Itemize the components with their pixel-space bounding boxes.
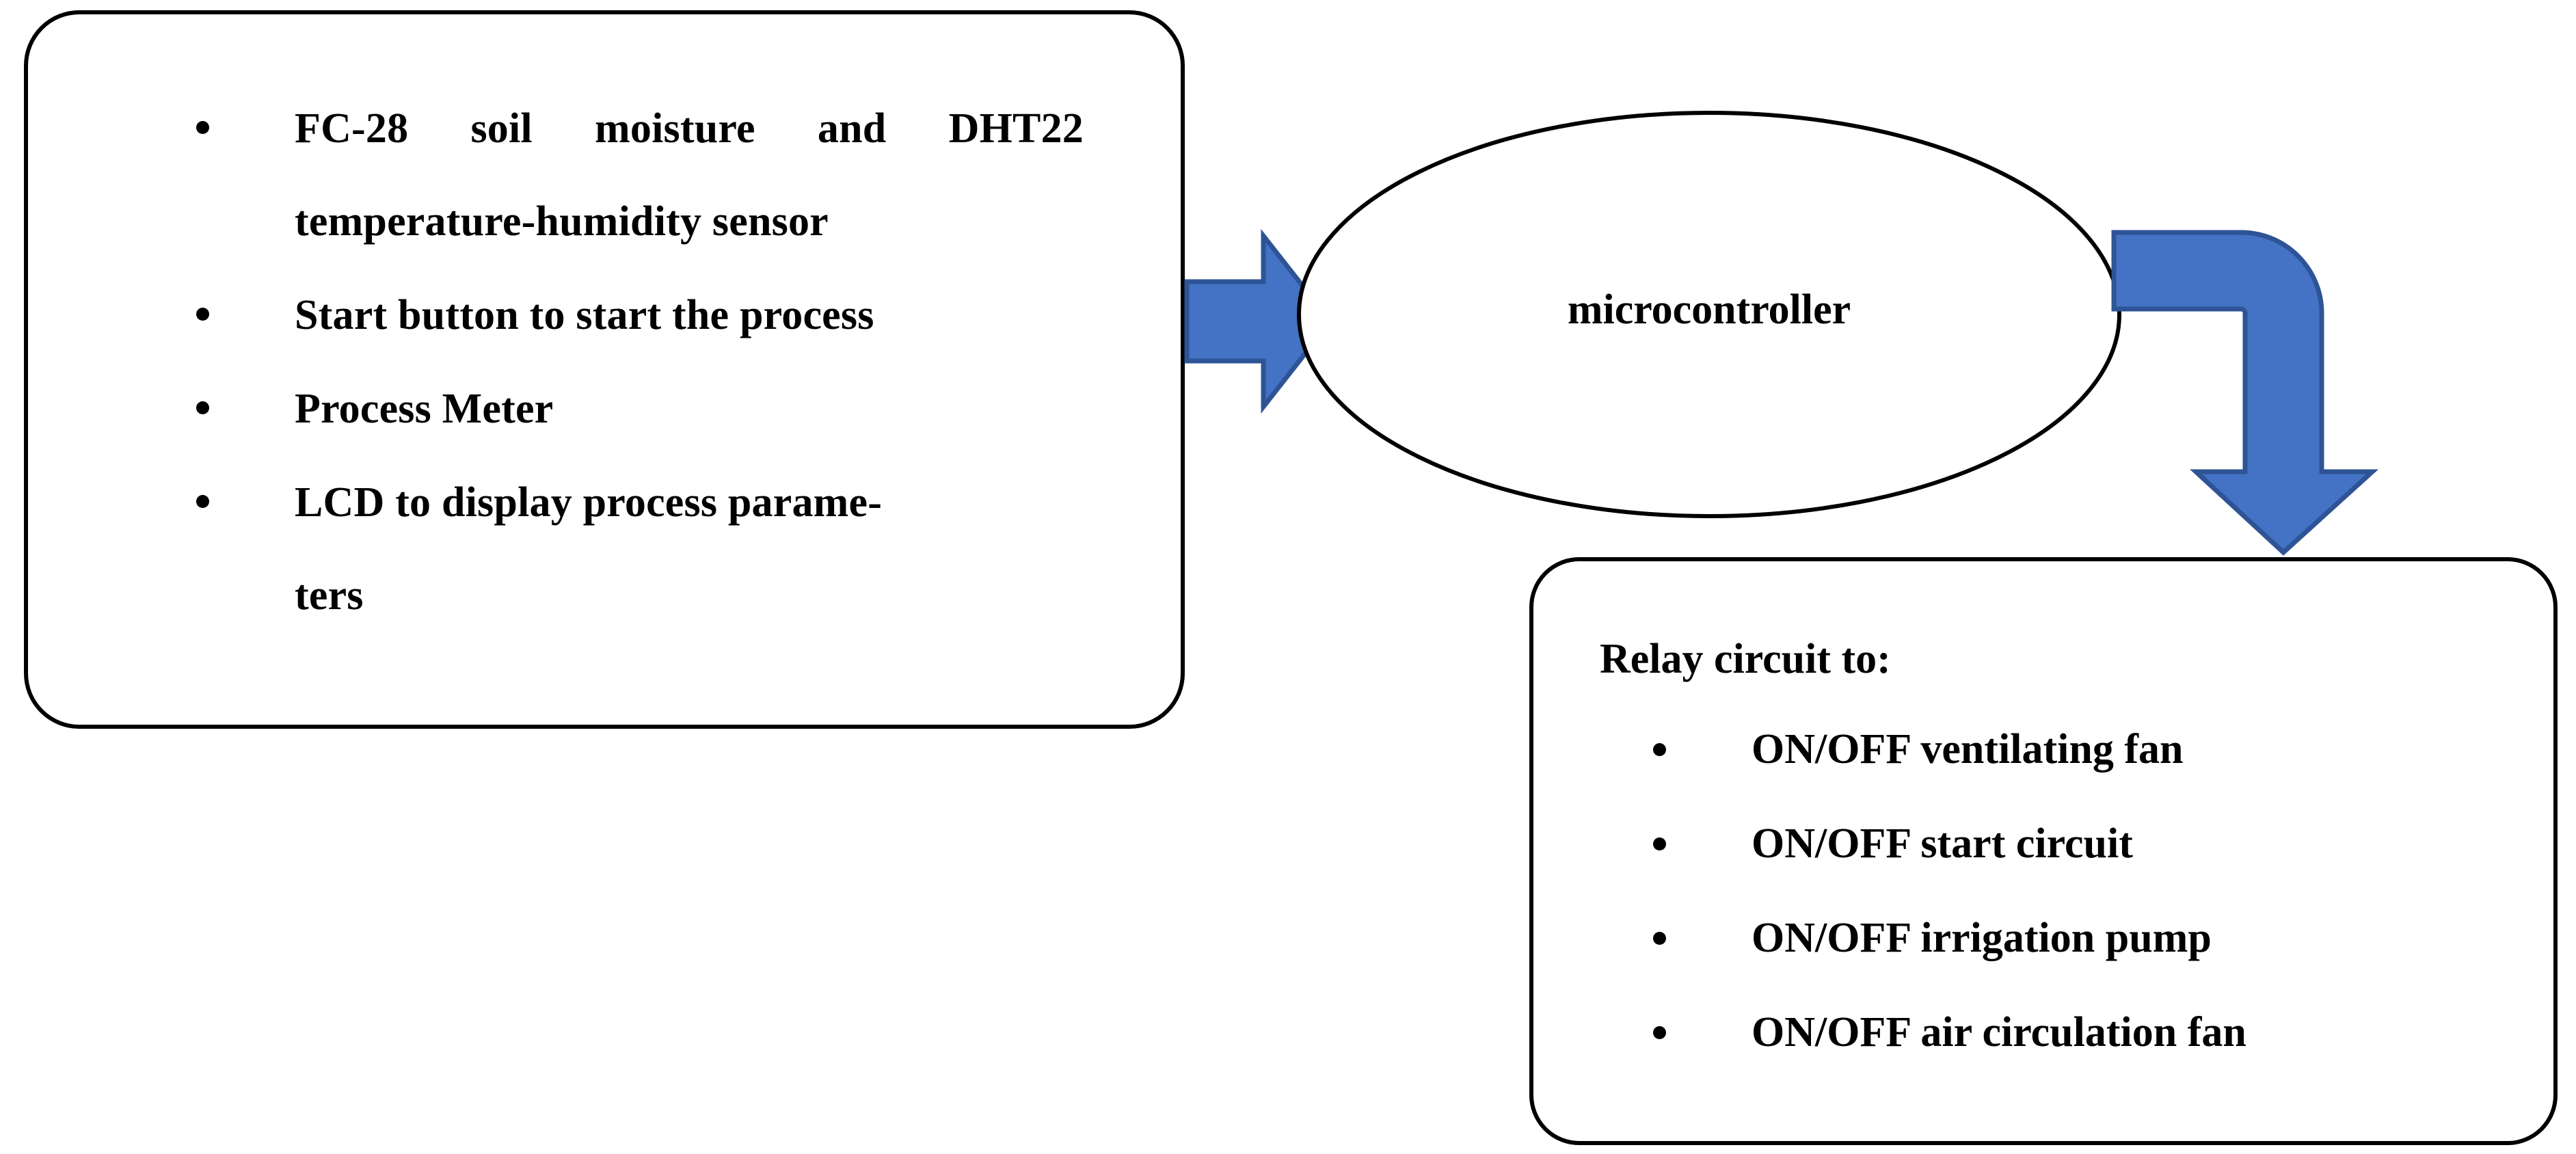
bullet-dot-icon [196,121,209,134]
bullet-dot-icon [196,308,209,321]
list-item: ON/OFF irrigation pump [1600,910,2516,966]
inputs-bullet-4-line-2: ters [295,572,364,619]
list-item: FC-28 soil moisture and DHT22 temperatur… [174,82,1084,268]
relay-bullet-list: ON/OFF ventilating fan ON/OFF start circ… [1600,721,2516,1060]
bullet-dot-icon [1653,932,1666,945]
relay-box-content: Relay circuit to: ON/OFF ventilating fan… [1600,632,2516,1060]
bullet-dot-icon [1653,837,1666,850]
microcontroller-label: microcontroller [1567,286,1851,333]
list-item: LCD to display process parame- ters [174,456,1084,642]
list-item: ON/OFF ventilating fan [1600,721,2516,777]
inputs-bullet-list: FC-28 soil moisture and DHT22 temperatur… [174,82,1084,642]
list-item: Start button to start the process [174,269,1084,362]
bullet-dot-icon [1653,1026,1666,1039]
inputs-bullet-2-line-1: Start button to start the process [295,292,874,338]
bullet-dot-icon [196,401,209,414]
list-item: ON/OFF start circuit [1600,816,2516,872]
inputs-bullet-1-line-1: FC-28 soil moisture and DHT22 [295,105,1084,152]
inputs-bullet-1-line-2: temperature-humidity sensor [295,198,829,245]
list-item: ON/OFF air circulation fan [1600,1004,2516,1060]
relay-bullet-3-label: ON/OFF irrigation pump [1752,915,2212,961]
inputs-bullet-3-line-1: Process Meter [295,386,554,432]
bullet-dot-icon [196,495,209,508]
relay-bullet-1-label: ON/OFF ventilating fan [1752,726,2184,773]
list-item: Process Meter [174,362,1084,455]
relay-heading: Relay circuit to: [1600,636,1891,682]
controller-to-relay-arrow[interactable] [2111,230,2379,556]
relay-bullet-2-label: ON/OFF start circuit [1752,820,2133,867]
bullet-dot-icon [1653,743,1666,756]
relay-bullet-4-label: ON/OFF air circulation fan [1752,1009,2246,1056]
inputs-bullet-4-line-1: LCD to display process parame- [295,479,883,526]
inputs-box-content: FC-28 soil moisture and DHT22 temperatur… [174,82,1084,643]
